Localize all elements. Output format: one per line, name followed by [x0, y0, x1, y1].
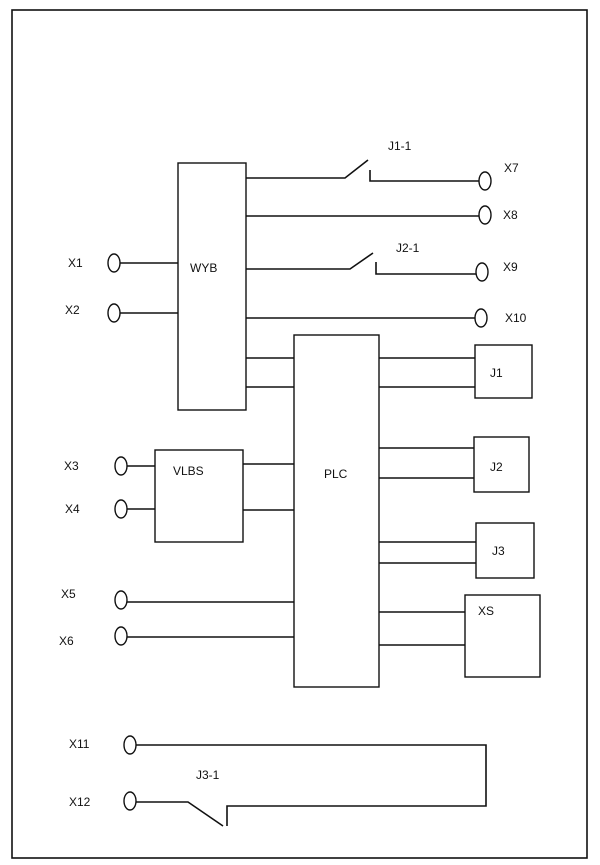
label-x7: X7 [504, 161, 519, 175]
terminal-x11 [123, 735, 137, 755]
label-j3-1: J3-1 [196, 768, 220, 782]
plc-block: PLC [293, 334, 380, 688]
j2-block: J2 [473, 436, 530, 493]
label-x10: X10 [505, 311, 527, 325]
contact-labels: J1-1 J2-1 J3-1 [196, 139, 420, 782]
terminal-x10 [474, 308, 488, 328]
terminal-x7 [478, 171, 492, 191]
xs-block: XS [464, 594, 541, 678]
wire-j2-1-x9 [375, 262, 477, 275]
wire-j1-1-x7 [369, 170, 480, 182]
terminal-x2 [107, 303, 121, 323]
terminals [107, 171, 492, 811]
wyb-label: WYB [190, 261, 217, 275]
terminal-x1 [107, 253, 121, 273]
label-j1-1: J1-1 [388, 139, 412, 153]
vlbs-label: VLBS [173, 464, 204, 478]
label-x8: X8 [503, 208, 518, 222]
j3-block: J3 [475, 522, 535, 579]
label-x12: X12 [69, 795, 91, 809]
terminal-labels: X1 X2 X3 X4 X5 X6 X7 X8 X9 X10 X11 X12 [59, 161, 527, 809]
j3-label: J3 [492, 544, 505, 558]
terminal-x6 [114, 626, 128, 646]
label-x2: X2 [65, 303, 80, 317]
wire-x12-j3-1 [136, 801, 224, 827]
terminal-x9 [475, 262, 489, 282]
xs-label: XS [478, 604, 494, 618]
wyb-block: WYB [177, 162, 247, 411]
label-x6: X6 [59, 634, 74, 648]
j1-block: J1 [474, 344, 533, 399]
wire-wyb-j2-1 [246, 252, 374, 270]
wire-x11-loop [136, 744, 487, 826]
plc-label: PLC [324, 467, 348, 481]
terminal-x3 [114, 456, 128, 476]
terminal-x5 [114, 590, 128, 610]
label-j2-1: J2-1 [396, 241, 420, 255]
label-x1: X1 [68, 256, 83, 270]
terminal-x12 [123, 791, 137, 811]
label-x9: X9 [503, 260, 518, 274]
label-x3: X3 [64, 459, 79, 473]
page-border [11, 9, 588, 859]
label-x11: X11 [69, 737, 90, 751]
j1-label: J1 [490, 366, 503, 380]
terminal-x4 [114, 499, 128, 519]
label-x4: X4 [65, 502, 80, 516]
vlbs-block: VLBS [154, 449, 244, 543]
wire-wyb-j1-1 [246, 159, 369, 179]
j2-label: J2 [490, 460, 503, 474]
wires [120, 159, 487, 827]
label-x5: X5 [61, 587, 76, 601]
terminal-x8 [478, 205, 492, 225]
